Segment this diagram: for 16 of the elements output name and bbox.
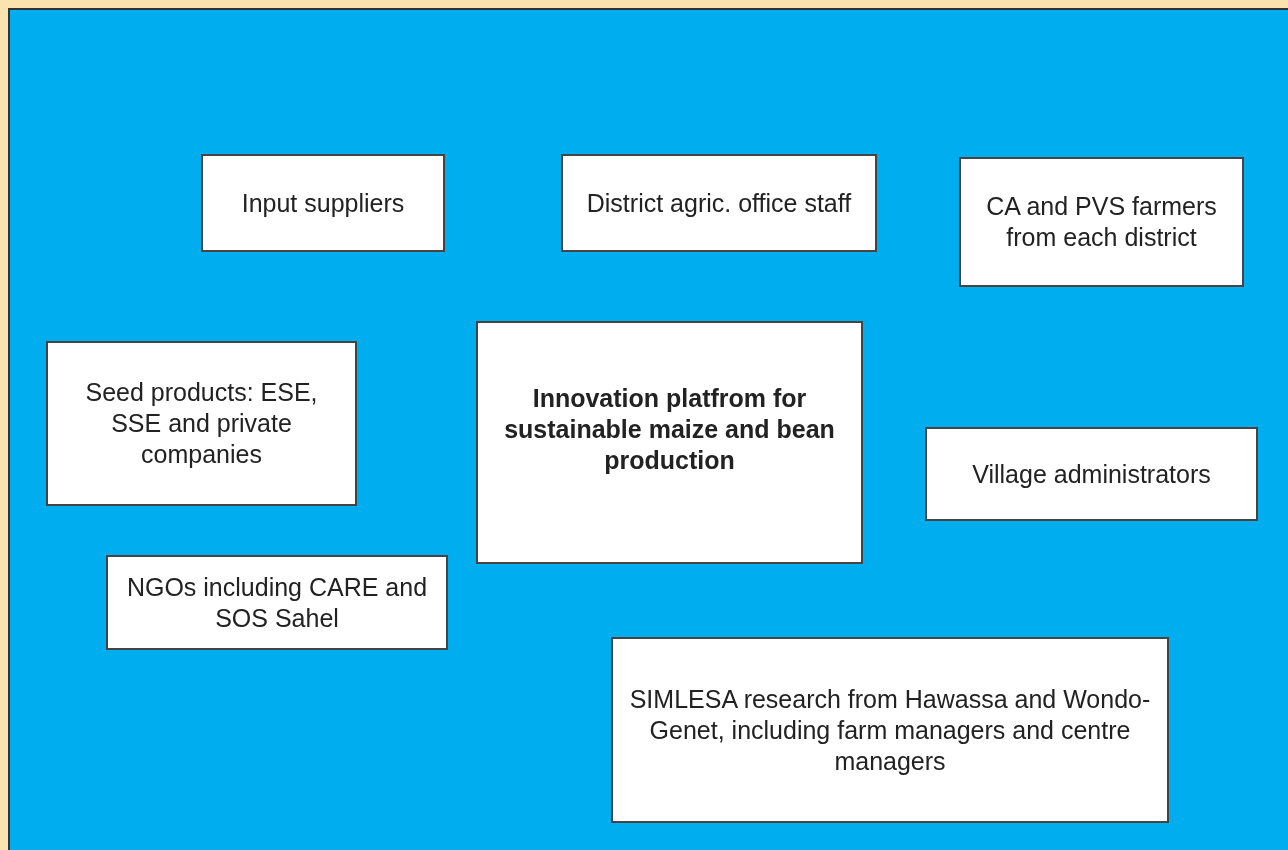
box-text: Input suppliers — [241, 187, 405, 219]
stakeholder-box — [201, 154, 445, 252]
stakeholder-box — [561, 154, 877, 252]
box-text: NGOs including CARE and SOS Sahel — [125, 571, 429, 634]
stakeholder-box — [46, 341, 357, 506]
box-text: CA and PVS farmers from each district — [985, 191, 1218, 253]
box-text: Seed products: ESE, SSE and private companies — [84, 377, 319, 470]
stakeholder-box — [106, 555, 448, 650]
stakeholder-box — [959, 157, 1244, 287]
box-text: District agric. office staff — [586, 187, 852, 219]
stakeholder-box — [611, 637, 1169, 823]
stakeholder-box — [925, 427, 1258, 521]
box-text: Village administrators — [972, 458, 1211, 490]
stakeholder-box — [476, 321, 863, 564]
box-text: Innovation platfrom for sustainable maize and bean production — [503, 383, 836, 476]
box-text: SIMLESA research from Hawassa and Wondo-Genet, including farm managers and centre managers — [628, 683, 1152, 777]
